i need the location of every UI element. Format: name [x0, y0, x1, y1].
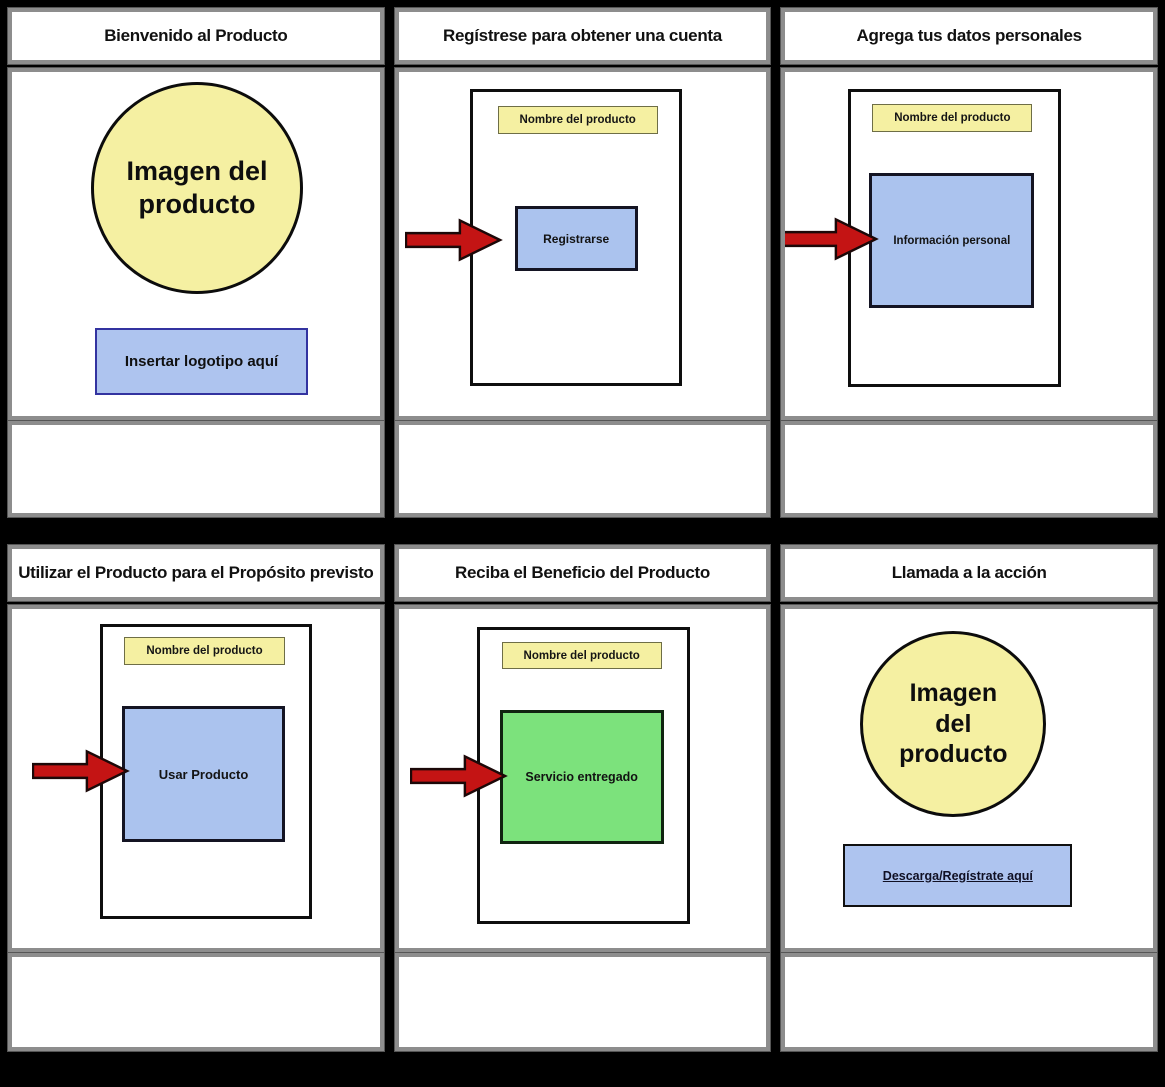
storyboard-row-2: Utilizar el Producto para el Propósito p… [8, 545, 1157, 1051]
red-arrow-icon [785, 217, 880, 261]
panel-beneficio-title-cell[interactable]: Reciba el Beneficio del Producto [394, 545, 771, 601]
panel-cta-title-cell[interactable]: Llamada a la acción [781, 545, 1157, 601]
logo-placeholder-label: Insertar logotipo aquí [124, 353, 279, 370]
panel-datos-title-cell[interactable]: Agrega tus datos personales [781, 8, 1157, 64]
panel-title: Regístrese para obtener una cuenta [443, 26, 722, 45]
panel-datos-description[interactable] [781, 421, 1157, 517]
register-button-box: Registrarse [514, 206, 638, 271]
product-name-label: Nombre del producto [894, 112, 1011, 124]
panel-datos-personales: Agrega tus datos personales Nombre del p… [781, 8, 1157, 517]
product-name-label: Nombre del producto [519, 114, 636, 126]
red-arrow-icon [404, 218, 503, 262]
storyboard: Bienvenido al Producto Imagen del produc… [8, 8, 1157, 1051]
app-screen-frame: Nombre del producto Servicio entregado [476, 627, 690, 924]
product-name-box: Nombre del producto [872, 104, 1033, 132]
download-register-box[interactable]: Descarga/Regístrate aquí [843, 844, 1073, 907]
download-register-link[interactable]: Descarga/Regístrate aquí [882, 868, 1033, 883]
panel-title: Reciba el Beneficio del Producto [455, 563, 710, 582]
panel-utilizar-canvas[interactable]: Nombre del producto Usar Producto [8, 605, 384, 952]
panel-registrese-description[interactable] [394, 421, 771, 517]
personal-info-label: Información personal [893, 234, 1011, 247]
panel-title: Agrega tus datos personales [856, 26, 1083, 45]
panel-beneficio-description[interactable] [394, 953, 771, 1051]
service-delivered-box: Servicio entregado [499, 710, 664, 844]
panel-cta-description[interactable] [781, 953, 1157, 1051]
panel-cta-canvas[interactable]: Imagen del producto Descarga/Regístrate … [781, 605, 1157, 952]
product-name-box: Nombre del producto [501, 642, 662, 669]
panel-bienvenido-title-cell[interactable]: Bienvenido al Producto [8, 8, 384, 64]
product-image-label: Imagen del producto [899, 679, 1008, 769]
product-name-label: Nombre del producto [146, 645, 263, 657]
panel-title: Llamada a la acción [891, 563, 1047, 582]
panel-utilizar-description[interactable] [8, 953, 384, 1051]
panel-bienvenido: Bienvenido al Producto Imagen del produc… [8, 8, 384, 517]
product-name-label: Nombre del producto [523, 649, 640, 662]
panel-utilizar: Utilizar el Producto para el Propósito p… [8, 545, 384, 1051]
product-image-circle: Imagen del producto [91, 82, 303, 294]
use-product-label: Usar Producto [158, 766, 249, 782]
personal-info-box: Información personal [869, 173, 1035, 308]
panel-title: Bienvenido al Producto [104, 26, 288, 45]
panel-beneficio-canvas[interactable]: Nombre del producto Servicio entregado [394, 605, 771, 952]
storyboard-row-1: Bienvenido al Producto Imagen del produc… [8, 8, 1157, 517]
use-product-box: Usar Producto [122, 706, 285, 842]
panel-registrese-title-cell[interactable]: Regístrese para obtener una cuenta [394, 8, 771, 64]
service-delivered-label: Servicio entregado [525, 770, 638, 784]
panel-utilizar-title-cell[interactable]: Utilizar el Producto para el Propósito p… [8, 545, 384, 601]
app-screen-frame: Nombre del producto Usar Producto [100, 624, 312, 919]
logo-placeholder-box: Insertar logotipo aquí [95, 328, 308, 395]
product-image-label: Imagen del producto [126, 156, 268, 219]
panel-llamada-accion: Llamada a la acción Imagen del producto … [781, 545, 1157, 1051]
panel-title: Utilizar el Producto para el Propósito p… [18, 563, 374, 582]
panel-registrese: Regístrese para obtener una cuenta Nombr… [394, 8, 771, 517]
product-name-box: Nombre del producto [497, 106, 658, 134]
product-name-box: Nombre del producto [124, 637, 285, 665]
app-screen-frame: Nombre del producto Información personal [848, 89, 1062, 387]
panel-registrese-canvas[interactable]: Nombre del producto Registrarse [394, 68, 771, 420]
app-screen-frame: Nombre del producto Registrarse [469, 89, 682, 386]
register-button-label: Registrarse [543, 231, 610, 246]
panel-bienvenido-description[interactable] [8, 421, 384, 517]
product-image-circle: Imagen del producto [860, 631, 1047, 817]
panel-beneficio: Reciba el Beneficio del Producto Nombre … [394, 545, 771, 1051]
red-arrow-icon [409, 754, 508, 798]
red-arrow-icon [32, 749, 130, 793]
panel-datos-canvas[interactable]: Nombre del producto Información personal [781, 68, 1157, 420]
panel-bienvenido-canvas[interactable]: Imagen del producto Insertar logotipo aq… [8, 68, 384, 420]
